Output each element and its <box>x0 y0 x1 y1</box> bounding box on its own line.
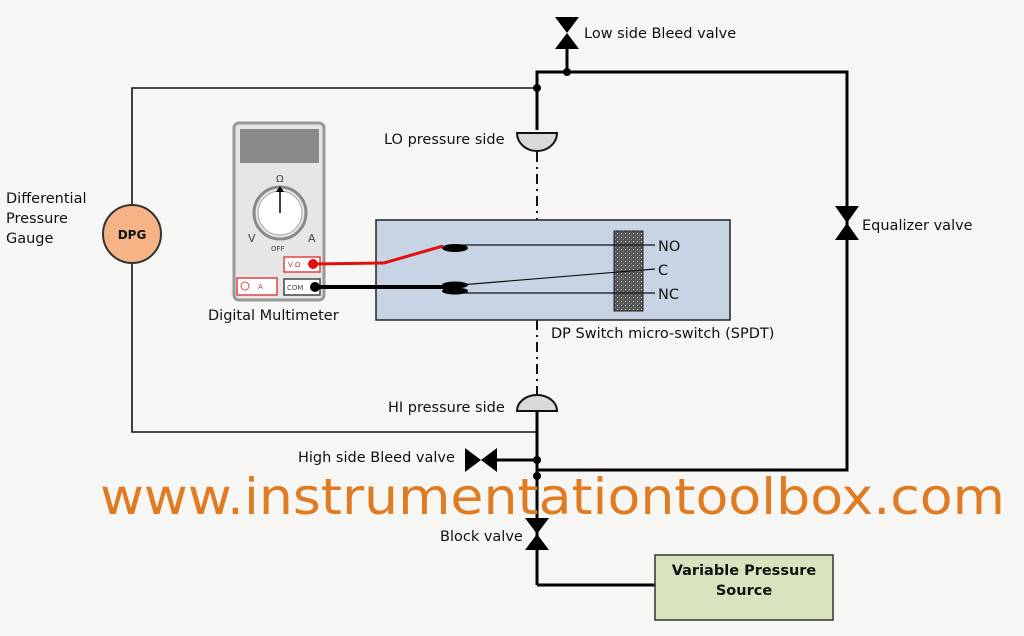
red-test-lead <box>312 244 444 266</box>
a-label: A <box>308 232 316 245</box>
multimeter-label: Digital Multimeter <box>208 308 339 324</box>
com-jack-label: COM <box>287 284 303 292</box>
terminal-nc: NC <box>658 287 679 303</box>
source-label-1: Variable Pressure <box>672 563 817 579</box>
block-valve-icon[interactable] <box>525 518 549 550</box>
terminal-c: C <box>658 263 668 279</box>
low-side-bleed-valve-icon[interactable] <box>555 17 579 49</box>
high-side-bleed-label: High side Bleed valve <box>298 450 455 466</box>
a-jack[interactable] <box>236 277 278 296</box>
high-side-bleed-valve-icon[interactable] <box>465 448 497 472</box>
dpg-label: DPG <box>118 228 147 242</box>
equalizer-label: Equalizer valve <box>862 218 973 234</box>
watermark: www.instrumentationtoolbox.com <box>100 468 1005 526</box>
off-label: OFF <box>271 245 285 253</box>
multimeter-display <box>240 129 319 163</box>
terminal-no: NO <box>658 239 680 255</box>
v-ohm-jack-label: V Ω <box>288 261 301 269</box>
a-jack-label: A <box>258 283 263 291</box>
differential-pressure-gauge[interactable] <box>102 204 162 264</box>
source-label-2: Source <box>716 583 772 599</box>
low-side-bleed-label: Low side Bleed valve <box>584 26 736 42</box>
dpg-caption-3: Gauge <box>6 231 54 247</box>
dp-switch-box <box>375 219 731 321</box>
block-valve-label: Block valve <box>440 529 523 545</box>
hi-diaphragm-icon <box>515 394 559 412</box>
variable-pressure-source[interactable] <box>654 554 834 621</box>
dpg-caption-1: Differential <box>6 191 87 207</box>
lo-side-label: LO pressure side <box>384 132 505 148</box>
switch-label: DP Switch micro-switch (SPDT) <box>551 326 774 342</box>
dpg-caption-2: Pressure <box>6 211 68 227</box>
lo-diaphragm-icon <box>515 132 559 152</box>
equalizer-valve-icon[interactable] <box>835 206 859 240</box>
switch-contacts-wires <box>452 244 656 294</box>
junction-dots <box>533 68 571 480</box>
ohm-symbol: Ω <box>276 174 284 185</box>
v-label: V <box>248 232 256 245</box>
digital-multimeter[interactable]: Ω OFF V A V Ω A COM <box>232 121 326 302</box>
hi-side-label: HI pressure side <box>388 400 505 416</box>
